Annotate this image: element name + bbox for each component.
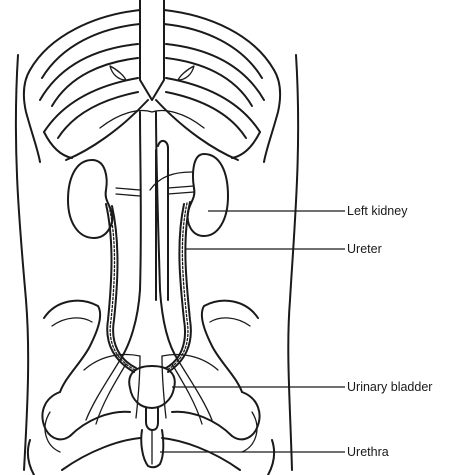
label-urinary-bladder: Urinary bladder <box>347 381 432 394</box>
label-urethra: Urethra <box>347 446 389 459</box>
left-kidney <box>188 154 228 236</box>
diaphragm <box>100 111 204 128</box>
urethra <box>141 408 163 467</box>
ureters <box>106 202 191 372</box>
label-left-kidney: Left kidney <box>347 205 407 218</box>
label-ureter: Ureter <box>347 243 382 256</box>
rib-cage <box>24 0 280 162</box>
right-kidney <box>68 160 112 238</box>
pelvis <box>28 301 274 475</box>
